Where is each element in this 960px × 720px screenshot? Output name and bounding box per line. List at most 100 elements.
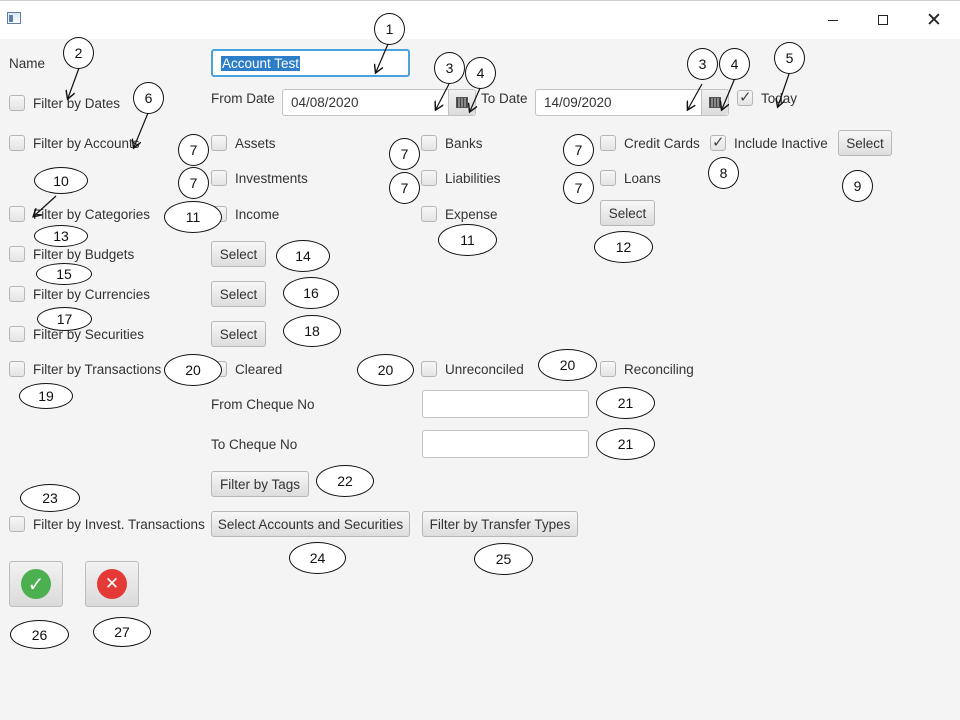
filter-by-tags-button[interactable]: Filter by Tags xyxy=(211,471,309,497)
callout-5: 5 xyxy=(774,42,805,74)
callout-20: 20 xyxy=(538,349,597,381)
filter-by-currencies-checkbox[interactable] xyxy=(9,286,25,302)
filter-by-accounts-label: Filter by Accounts xyxy=(33,136,140,151)
select-budgets-button[interactable]: Select xyxy=(211,241,266,267)
callout-21: 21 xyxy=(596,387,655,419)
from-cheque-no-label: From Cheque No xyxy=(211,397,315,412)
expense-label: Expense xyxy=(445,207,498,222)
from-date-picker-button[interactable] xyxy=(448,90,475,115)
callout-20: 20 xyxy=(164,354,222,386)
cleared-label: Cleared xyxy=(235,362,283,377)
filter-by-budgets-checkbox[interactable] xyxy=(9,246,25,262)
liabilities-checkbox[interactable] xyxy=(421,170,437,186)
close-icon: ✕ xyxy=(926,9,942,31)
select-securities-button[interactable]: Select xyxy=(211,321,266,347)
from-date-value: 04/08/2020 xyxy=(291,95,359,110)
assets-checkbox[interactable] xyxy=(211,135,227,151)
banks-label: Banks xyxy=(445,136,483,151)
maximize-button[interactable] xyxy=(860,7,906,33)
callout-7: 7 xyxy=(563,172,594,204)
callout-1: 1 xyxy=(374,13,405,45)
callout-22: 22 xyxy=(316,465,374,497)
filter-by-invest-transactions-checkbox[interactable] xyxy=(9,516,25,532)
loans-label: Loans xyxy=(624,171,661,186)
callout-17: 17 xyxy=(37,307,92,331)
filter-by-securities-checkbox[interactable] xyxy=(9,326,25,342)
to-date-value: 14/09/2020 xyxy=(544,95,612,110)
minimize-button[interactable] xyxy=(810,7,856,33)
select-categories-button[interactable]: Select xyxy=(600,200,655,226)
to-cheque-no-field[interactable] xyxy=(422,430,589,458)
filter-by-transfer-types-button[interactable]: Filter by Transfer Types xyxy=(422,511,578,537)
to-date-picker[interactable]: 14/09/2020 xyxy=(535,89,729,116)
callout-21: 21 xyxy=(596,428,655,460)
investments-label: Investments xyxy=(235,171,308,186)
checkmark-icon: ✓ xyxy=(21,569,51,599)
investments-checkbox[interactable] xyxy=(211,170,227,186)
reconciling-label: Reconciling xyxy=(624,362,694,377)
from-cheque-no-field[interactable] xyxy=(422,390,589,418)
callout-10: 10 xyxy=(34,167,88,194)
callout-11: 11 xyxy=(438,224,497,256)
callout-14: 14 xyxy=(276,240,330,272)
callout-18: 18 xyxy=(283,315,341,347)
unreconciled-checkbox[interactable] xyxy=(421,361,437,377)
to-cheque-no-label: To Cheque No xyxy=(211,437,298,452)
callout-8: 8 xyxy=(708,157,739,189)
callout-7: 7 xyxy=(389,172,420,204)
maximize-icon xyxy=(878,15,888,25)
cancel-button[interactable]: ✕ xyxy=(85,561,139,607)
callout-25: 25 xyxy=(474,543,533,575)
app-icon xyxy=(7,12,21,24)
callout-6: 6 xyxy=(133,82,164,114)
reconciling-checkbox[interactable] xyxy=(600,361,616,377)
callout-4: 4 xyxy=(719,48,750,80)
callout-16: 16 xyxy=(283,277,339,309)
callout-7: 7 xyxy=(389,138,420,170)
select-currencies-button[interactable]: Select xyxy=(211,281,266,307)
callout-7: 7 xyxy=(178,167,209,199)
callout-27: 27 xyxy=(93,617,151,647)
name-field[interactable]: Account Test xyxy=(211,49,410,77)
filter-by-securities-label: Filter by Securities xyxy=(33,327,145,342)
name-label: Name xyxy=(9,56,46,71)
select-accounts-button[interactable]: Select xyxy=(838,130,892,156)
callout-7: 7 xyxy=(178,134,209,166)
expense-checkbox[interactable] xyxy=(421,206,437,222)
filter-by-accounts-checkbox[interactable] xyxy=(9,135,25,151)
banks-checkbox[interactable] xyxy=(421,135,437,151)
close-button[interactable]: ✕ xyxy=(911,7,957,33)
callout-13: 13 xyxy=(34,225,88,247)
from-date-picker[interactable]: 04/08/2020 xyxy=(282,89,476,116)
filter-by-transactions-label: Filter by Transactions xyxy=(33,362,162,377)
filter-by-invest-transactions-label: Filter by Invest. Transactions xyxy=(33,517,205,532)
callout-4: 4 xyxy=(465,57,496,89)
cancel-icon: ✕ xyxy=(97,569,127,599)
today-label: Today xyxy=(761,91,798,106)
to-date-picker-button[interactable] xyxy=(701,90,728,115)
include-inactive-checkbox[interactable] xyxy=(710,133,726,151)
filter-by-transactions-checkbox[interactable] xyxy=(9,361,25,377)
select-accounts-and-securities-button[interactable]: Select Accounts and Securities xyxy=(211,511,410,537)
ok-button[interactable]: ✓ xyxy=(9,561,63,607)
callout-11: 11 xyxy=(164,201,222,233)
today-checkbox[interactable] xyxy=(737,88,753,106)
credit-cards-checkbox[interactable] xyxy=(600,135,616,151)
callout-19: 19 xyxy=(19,383,73,409)
unreconciled-label: Unreconciled xyxy=(445,362,524,377)
filter-by-budgets-label: Filter by Budgets xyxy=(33,247,135,262)
title-bar: ✕ xyxy=(0,0,960,39)
loans-checkbox[interactable] xyxy=(600,170,616,186)
filter-by-categories-checkbox[interactable] xyxy=(9,206,25,222)
filter-by-dates-checkbox[interactable] xyxy=(9,95,25,111)
callout-2: 2 xyxy=(63,37,94,69)
assets-label: Assets xyxy=(235,136,276,151)
credit-cards-label: Credit Cards xyxy=(624,136,700,151)
income-label: Income xyxy=(235,207,280,222)
minimize-icon xyxy=(828,19,838,21)
include-inactive-label: Include Inactive xyxy=(734,136,828,151)
calendar-icon xyxy=(456,97,468,108)
calendar-icon xyxy=(709,97,721,108)
callout-9: 9 xyxy=(842,170,873,202)
callout-20: 20 xyxy=(357,354,414,386)
